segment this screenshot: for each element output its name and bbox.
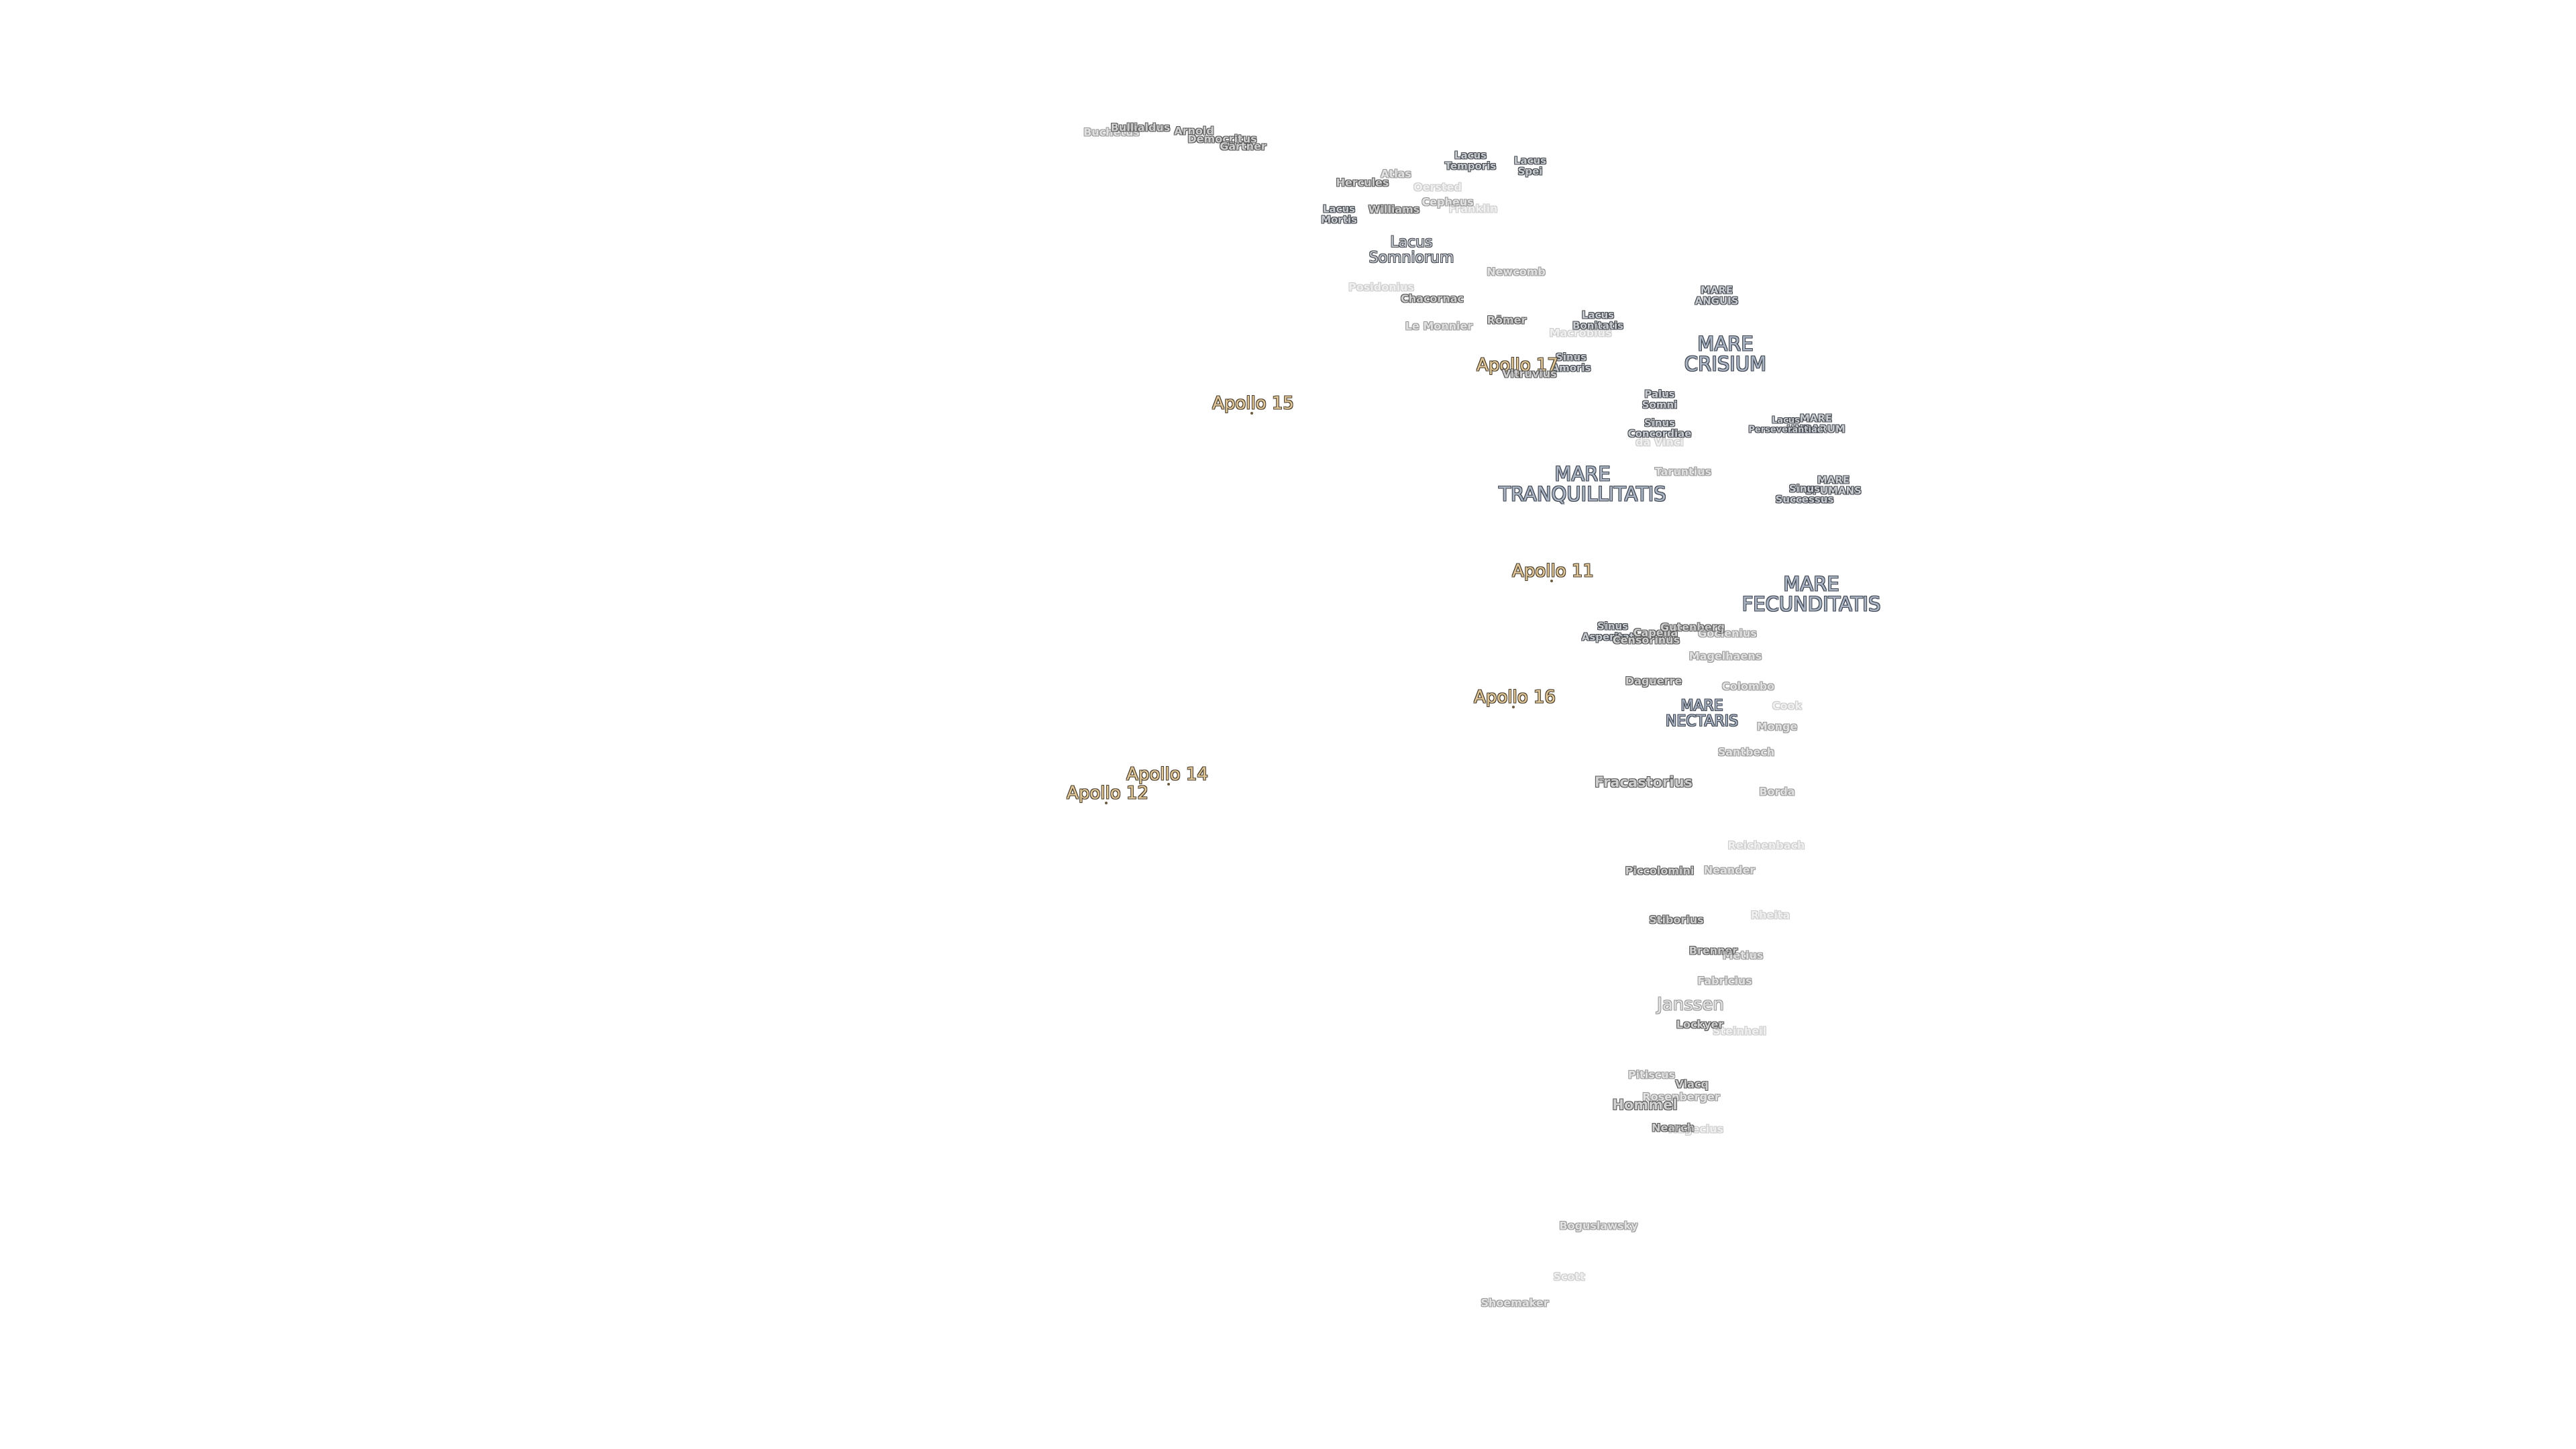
crater-label: Steinheil [1712,1024,1767,1038]
crater-label: Brenner [1688,944,1738,957]
crater-label: Shoemaker [1481,1296,1549,1309]
crater-label: Capella [1633,626,1678,639]
crater-label: Fabricius [1697,974,1752,987]
crater-label: Römer [1487,313,1527,327]
crater-label: Williams [1368,203,1420,216]
crater-label: Vlacq [1675,1077,1709,1091]
crater-label: Chacornac [1401,292,1464,305]
crater-label: Piccolomini [1625,864,1695,877]
crater-label: Oersted [1413,180,1462,194]
crater-label: Magelhaens [1688,649,1762,663]
crater-label: Le Monnier [1405,319,1473,333]
crater-label: Fracastorius [1594,773,1693,790]
crater-label: Posidonius [1348,280,1414,294]
crater-label: Goclenius [1698,627,1757,640]
crater-label: Franklin [1448,202,1498,215]
crater-label: Taruntius [1654,465,1712,478]
crater-label: Nearch [1652,1121,1695,1134]
apollo-15-label[interactable]: Apollo 15 [1212,393,1294,414]
crater-label: da Vinci [1635,435,1684,449]
crater-label: Boguslawsky [1559,1219,1638,1232]
crater-label: Censorinus [1612,633,1680,647]
apollo-12-label[interactable]: Apollo 12 [1067,783,1148,804]
crater-label: Hagecius [1668,1122,1724,1136]
crater-label: Arnold [1174,124,1214,138]
crater-label: Gärtner [1220,140,1267,153]
apollo-14-label[interactable]: Apollo 14 [1126,764,1208,785]
crater-label: Hercules [1336,176,1389,189]
crater-label: Rosenberger [1642,1090,1720,1104]
apollo-17-marker [1518,374,1521,376]
crater-label: Monge [1756,720,1798,733]
crater-label: Newcomb [1487,265,1546,278]
crater-label: Cook [1772,699,1803,712]
crater-label: Cepheus [1421,195,1474,209]
crater-label: Stiborius [1649,913,1704,926]
crater-label: Lockyer [1676,1018,1724,1031]
crater-label: Gutenberg [1660,621,1725,634]
apollo-11-marker [1550,580,1553,582]
apollo-16-label[interactable]: Apollo 16 [1474,687,1556,708]
crater-label: Janssen [1657,994,1724,1015]
crater-label: Pitiscus [1627,1068,1676,1081]
crater-label: Rheita [1750,908,1790,922]
crater-label: Metius [1722,949,1764,962]
crater-label: Borda [1759,785,1795,798]
apollo-12-marker [1105,802,1108,804]
crater-label: Scott [1553,1270,1585,1283]
crater-label: Reichenbach [1727,839,1805,852]
apollo-15-marker [1250,412,1253,415]
crater-label: Colombo [1721,680,1775,693]
apollo-14-marker [1167,783,1170,786]
crater-label: Daguerre [1625,674,1682,688]
crater-label: Democritus [1187,132,1257,146]
crater-label: Buchetus [1083,125,1140,139]
crater-label: Neander [1703,863,1756,877]
crater-label: Santbech [1717,745,1775,759]
crater-label: Macrobius [1549,326,1612,339]
crater-label: Hommel [1612,1096,1678,1113]
apollo-16-marker [1512,706,1515,708]
apollo-17-label[interactable]: Apollo 17 [1477,355,1558,376]
crater-label: Atlas [1381,167,1411,180]
apollo-11-label[interactable]: Apollo 11 [1512,561,1594,582]
crater-label: Bullialdus [1110,121,1171,134]
crater-label: Vitruvius [1502,367,1557,380]
